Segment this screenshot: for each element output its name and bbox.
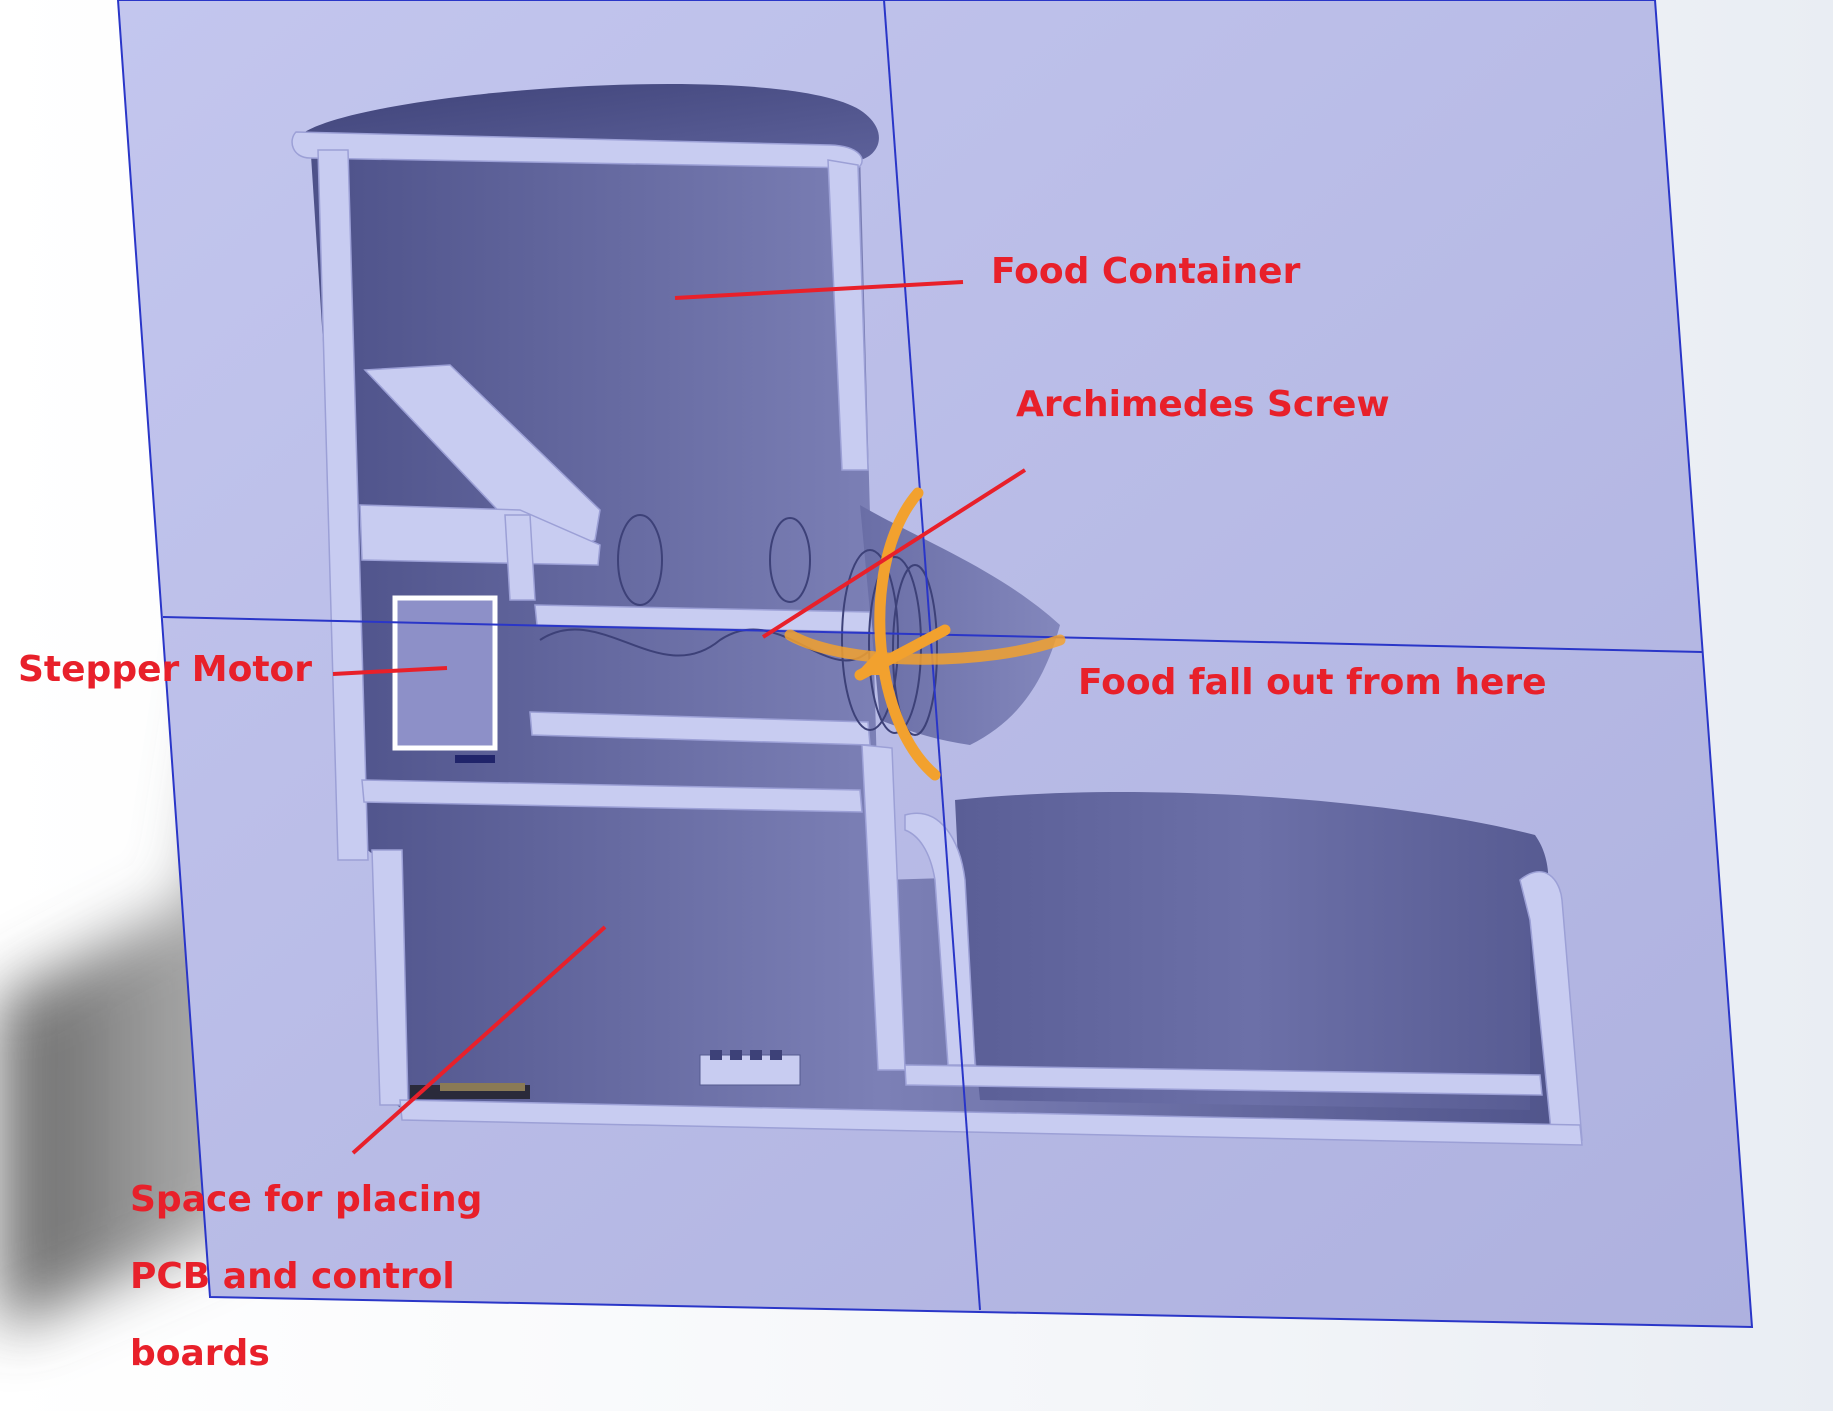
- section-walls: [291, 131, 1583, 1146]
- leader-line-pcb-space: [351, 925, 607, 1155]
- label-stepper-motor: Stepper Motor: [18, 649, 313, 690]
- rotation-arrow-head-icon: [855, 650, 890, 675]
- label-pcb-space-line-1: Space for placing: [130, 1179, 483, 1220]
- label-food-container: Food Container: [991, 251, 1301, 292]
- label-pcb-space-line-3: boards: [130, 1333, 270, 1374]
- leader-line-stepper-motor: [332, 666, 448, 676]
- leader-line-food-container: [674, 280, 964, 300]
- label-food-fall-out: Food fall out from here: [1078, 662, 1547, 703]
- label-archimedes-screw: Archimedes Screw: [1016, 384, 1390, 425]
- leader-lines: [332, 280, 1027, 1155]
- leader-line-archimedes-screw: [761, 468, 1027, 639]
- label-pcb-space: Space for placing PCB and control boards: [130, 1161, 482, 1392]
- pcb-components: [410, 1050, 801, 1099]
- label-pcb-space-line-2: PCB and control: [130, 1256, 455, 1297]
- dispensing-chute: [860, 505, 1060, 745]
- bowl-body: [955, 792, 1549, 1110]
